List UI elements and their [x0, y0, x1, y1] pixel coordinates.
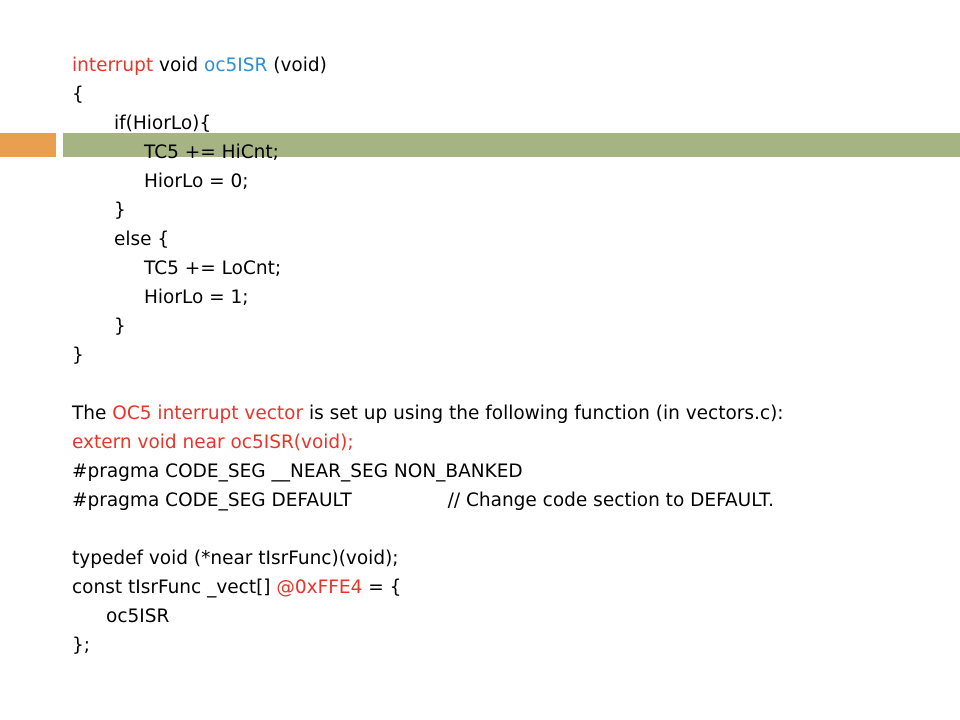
code-line-else-close: }	[114, 316, 126, 337]
sentence-post: is set up using the following function (…	[303, 403, 784, 424]
code-line-else: else {	[114, 229, 170, 250]
vector-address: @0xFFE4	[276, 577, 363, 598]
function-name: oc5ISR	[204, 55, 268, 76]
const-post: = {	[362, 577, 402, 598]
code-line-hiorlo-0: HiorLo = 0;	[144, 171, 249, 192]
code-line-closing: };	[72, 635, 91, 656]
pragma-default: #pragma CODE_SEG DEFAULT	[72, 490, 352, 511]
code-line-const-vector: const tIsrFunc _vect[] @0xFFE4 = {	[72, 573, 952, 602]
accent-bar-left	[0, 133, 56, 157]
sentence-pre: The	[72, 403, 113, 424]
code-line-if: if(HiorLo){	[114, 113, 212, 134]
function-args: (void)	[267, 55, 327, 76]
code-line-tc5-hicnt: TC5 += HiCnt;	[144, 142, 279, 163]
code-line-tc5-locnt: TC5 += LoCnt;	[144, 258, 282, 279]
const-pre: const tIsrFunc _vect[]	[72, 577, 277, 598]
code-line-pragma-near: #pragma CODE_SEG __NEAR_SEG NON_BANKED	[72, 461, 523, 482]
keyword-void: void	[153, 55, 205, 76]
code-line-open-brace: {	[72, 84, 84, 105]
pragma-comment: // Change code section to DEFAULT.	[447, 490, 774, 511]
sentence-highlight: OC5 interrupt vector	[112, 403, 304, 424]
slide-content: interrupt void oc5ISR (void) { if(HiorLo…	[72, 51, 952, 660]
description-sentence: The OC5 interrupt vector is set up using…	[72, 399, 952, 428]
code-line-typedef: typedef void (*near tIsrFunc)(void);	[72, 548, 399, 569]
code-line-pragma-default: #pragma CODE_SEG DEFAULT // Change code s…	[72, 486, 952, 515]
keyword-interrupt: interrupt	[72, 55, 154, 76]
code-line-extern: extern void near oc5ISR(void);	[72, 432, 354, 453]
code-line-close-brace: }	[72, 345, 84, 366]
code-line-function-signature: interrupt void oc5ISR (void)	[72, 51, 952, 80]
code-line-hiorlo-1: HiorLo = 1;	[144, 287, 249, 308]
code-line-if-close: }	[114, 200, 126, 221]
spacer	[72, 515, 952, 544]
code-line-vector-entry: oc5ISR	[106, 606, 170, 627]
spacer	[72, 370, 952, 399]
accent-bar-right	[63, 133, 960, 157]
